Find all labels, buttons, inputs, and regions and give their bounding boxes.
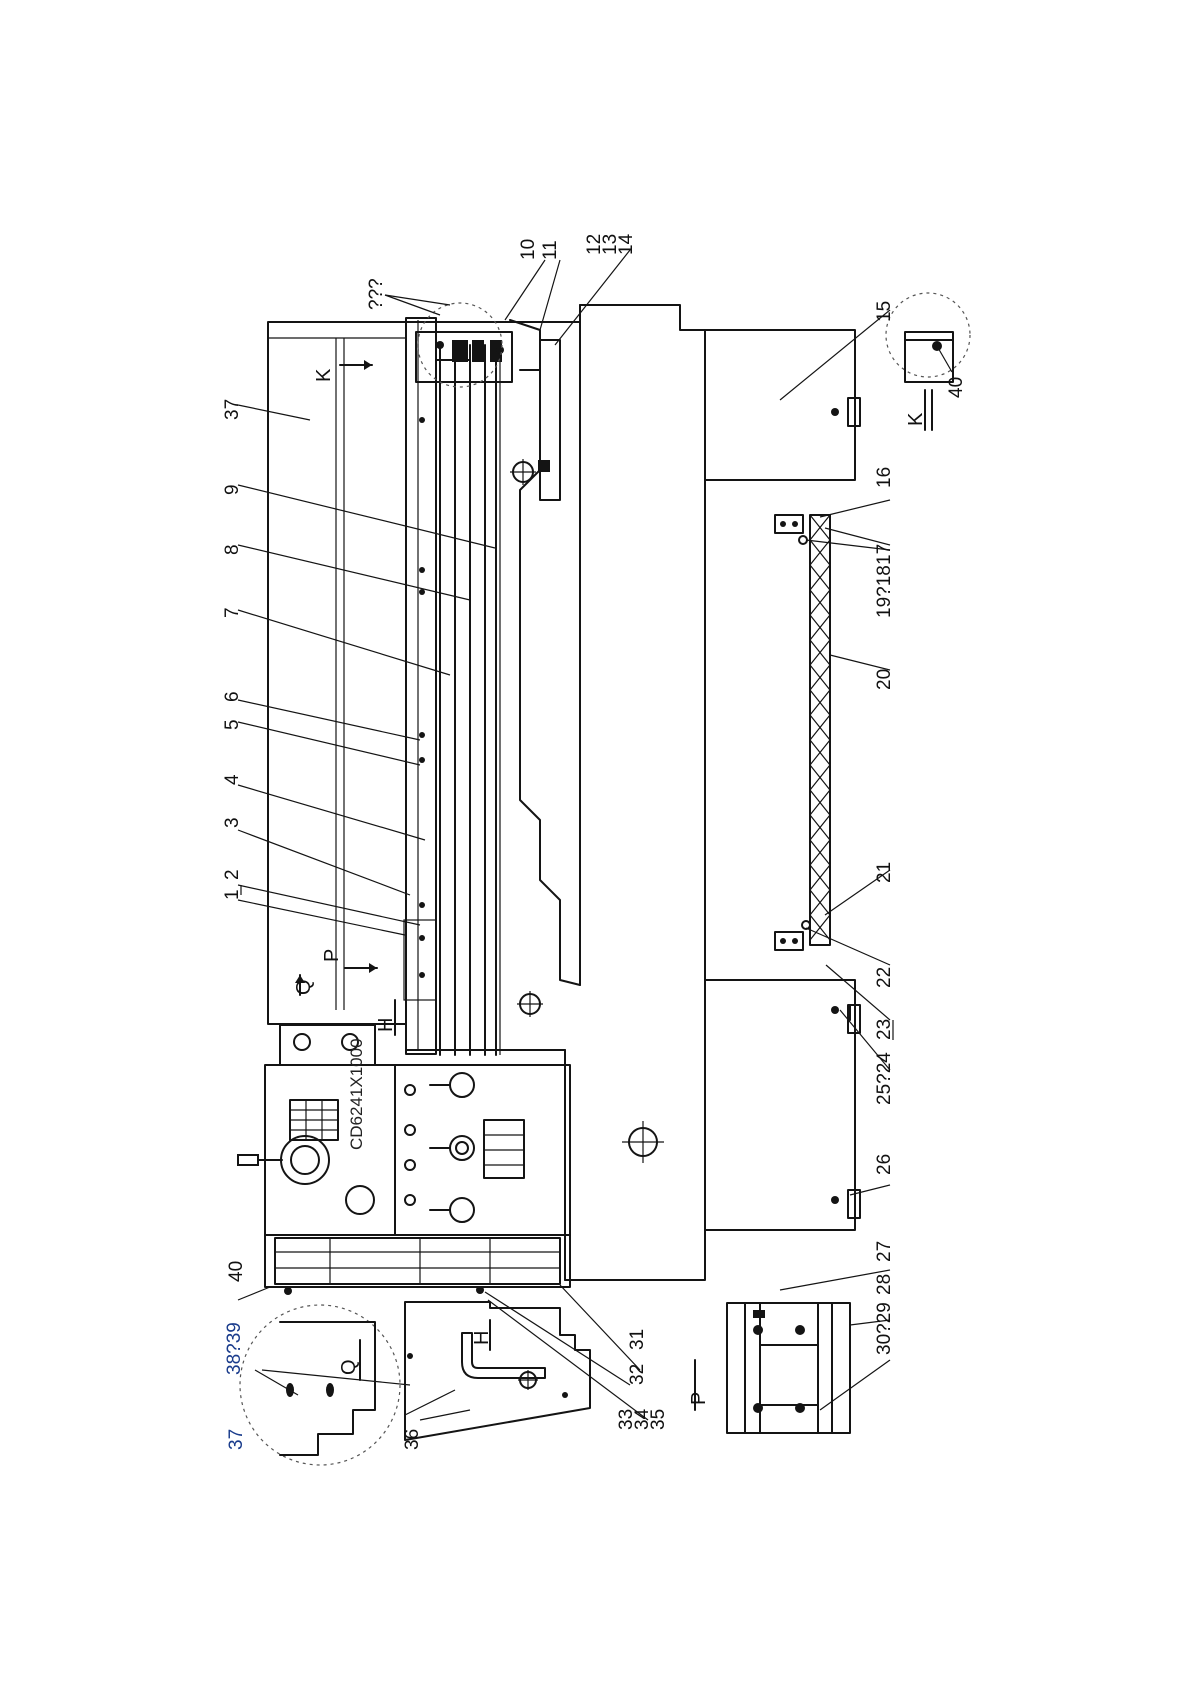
- view-letter-k-detail: K: [905, 412, 927, 426]
- part-label-26: 26: [874, 1154, 895, 1175]
- part-label-37-top: 37: [222, 399, 243, 420]
- part-label-2: 2: [222, 869, 243, 880]
- part-label-25-24: 25?24: [874, 1052, 895, 1105]
- part-label-21: 21: [874, 862, 895, 883]
- part-label-11: 11: [540, 240, 561, 260]
- part-label-8: 8: [222, 544, 243, 555]
- part-label-10: 10: [518, 239, 539, 260]
- part-label-37-detail: 37: [226, 1429, 247, 1450]
- tailstock-assembly: [416, 303, 560, 500]
- part-label-22: 22: [874, 967, 895, 988]
- part-label-9: 9: [222, 484, 243, 495]
- part-label-14: 14: [616, 233, 637, 255]
- part-label-32: 32: [627, 1364, 648, 1385]
- part-label-40-detail: 40: [946, 377, 967, 398]
- part-label-36: 36: [402, 1429, 423, 1450]
- view-letter-h-detail: H: [471, 1331, 493, 1345]
- cabinets: [705, 330, 860, 1230]
- view-letter-h-arrow: H: [375, 1018, 397, 1032]
- view-letter-p-detail: P: [688, 1392, 710, 1405]
- part-label-unknown: ???: [366, 278, 387, 310]
- view-letter-q-detail: Q: [338, 1359, 360, 1375]
- view-letter-q-arrow: Q: [293, 979, 315, 995]
- part-label-7: 7: [222, 607, 243, 618]
- part-label-31: 31: [627, 1329, 648, 1350]
- lathe-bed: [268, 305, 705, 1280]
- view-letter-p-arrow: P: [321, 949, 343, 962]
- part-label-4: 4: [222, 774, 243, 785]
- detail-view-q: [240, 1305, 400, 1465]
- headstock-gearbox: CD6241X1000: [238, 1025, 570, 1295]
- model-number: CD6241X1000: [347, 1038, 366, 1150]
- part-label-23: 23: [874, 1019, 895, 1040]
- part-label-3: 3: [222, 817, 243, 828]
- part-label-28: 28: [874, 1274, 895, 1295]
- part-label-20: 20: [874, 669, 895, 690]
- part-label-19-18: 19?18: [874, 565, 895, 618]
- part-label-27: 27: [874, 1241, 895, 1262]
- part-label-17: 17: [874, 544, 895, 565]
- part-label-40-top: 40: [226, 1261, 247, 1282]
- part-label-16: 16: [874, 467, 895, 488]
- detail-view-k: [886, 293, 970, 430]
- part-label-5: 5: [222, 719, 243, 730]
- part-label-1: 1: [222, 889, 243, 900]
- part-label-6: 6: [222, 691, 243, 702]
- part-label-38-39: 38?39: [224, 1322, 245, 1375]
- chip-tray: [775, 515, 830, 950]
- part-label-35: 35: [648, 1409, 669, 1430]
- part-label-30-29: 30?29: [874, 1302, 895, 1355]
- detail-view-p: [695, 1303, 850, 1433]
- detail-view-h: [405, 1302, 590, 1440]
- view-arrows: [295, 360, 395, 1035]
- view-letter-k-arrow: K: [313, 368, 335, 382]
- part-label-15: 15: [874, 301, 895, 322]
